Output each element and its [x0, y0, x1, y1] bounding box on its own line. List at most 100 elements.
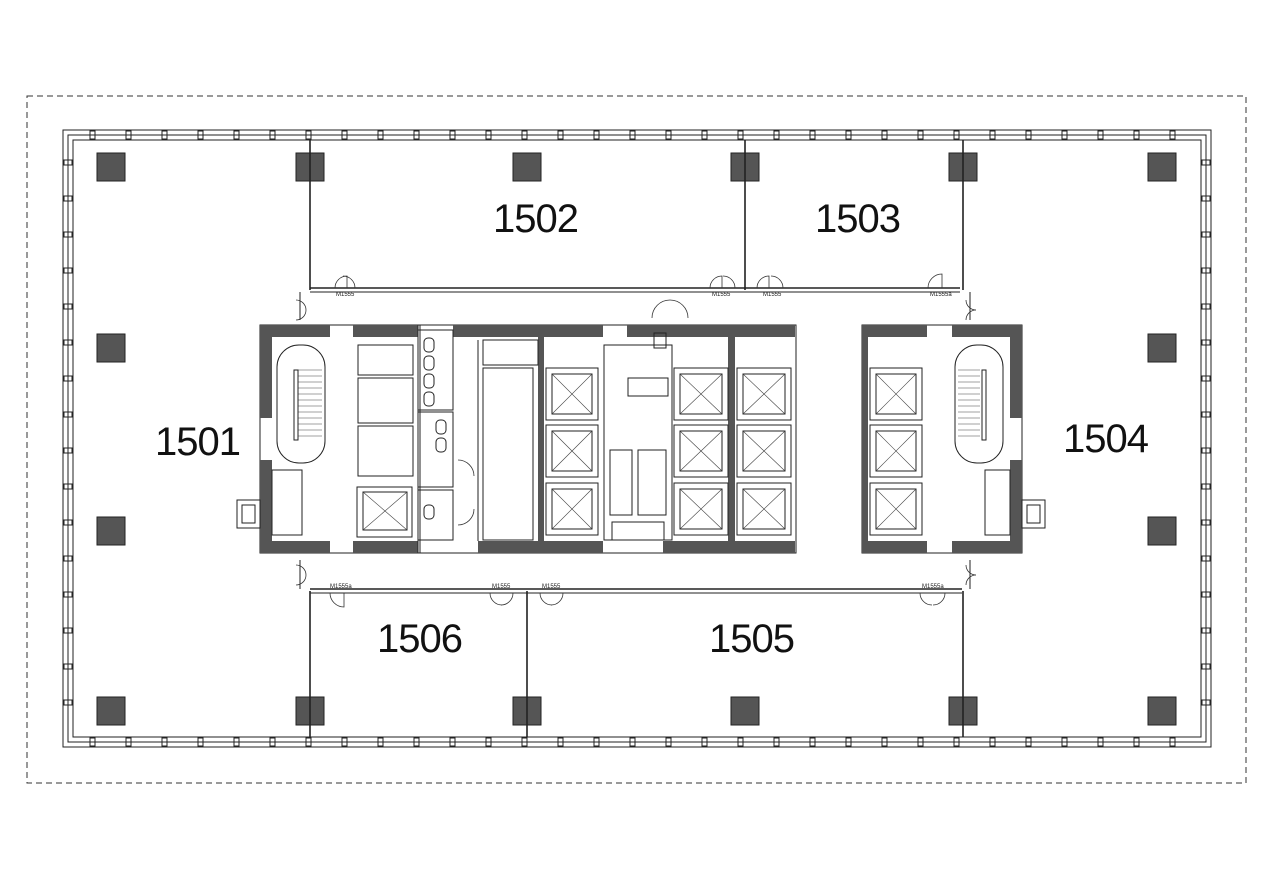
window-mullion	[63, 303, 73, 310]
elevator-cross	[875, 373, 917, 415]
elevator-cross	[551, 373, 593, 415]
door-code-label: M1555	[712, 292, 731, 298]
window-mullion	[63, 519, 73, 526]
elevator-car	[551, 488, 593, 530]
window-mullion	[593, 130, 600, 140]
stair-treads	[958, 369, 980, 437]
structural-columns	[96, 152, 1177, 726]
window-mullion	[63, 699, 73, 706]
window-mullion	[377, 130, 384, 140]
structural-column	[1147, 696, 1177, 726]
door-code-label: M1555	[336, 292, 355, 298]
structural-column	[96, 696, 126, 726]
window-mullion	[521, 130, 528, 140]
window-mullion	[1201, 303, 1211, 310]
corridor-doors	[295, 273, 977, 608]
window-mullion	[629, 737, 636, 747]
window-mullion	[1025, 130, 1032, 140]
site-boundary	[26, 95, 1247, 784]
window-mullion	[593, 737, 600, 747]
window-mullion	[63, 231, 73, 238]
window-mullion	[881, 130, 888, 140]
window-mullion	[1201, 231, 1211, 238]
elevator-cross	[875, 488, 917, 530]
window-mullion	[63, 555, 73, 562]
window-mullion	[1201, 627, 1211, 634]
elevator-cross	[742, 373, 786, 415]
window-mullion	[557, 130, 564, 140]
door-codes: M1555 M1555 M1555 M1555a M1555a M1555 M1…	[330, 292, 952, 590]
window-mullion	[269, 130, 276, 140]
unit-1502-label: 1502	[493, 197, 578, 241]
elevator-car	[551, 430, 593, 472]
door-code-label: M1555a	[330, 584, 352, 590]
elevator-car	[679, 488, 723, 530]
window-mullion	[413, 737, 420, 747]
window-mullion	[413, 130, 420, 140]
window-mullion	[1061, 130, 1068, 140]
window-mullion	[809, 130, 816, 140]
elevator-cross	[742, 430, 786, 472]
window-mullion	[63, 483, 73, 490]
window-mullion	[1061, 737, 1068, 747]
window-mullion	[63, 339, 73, 346]
window-mullion	[737, 737, 744, 747]
window-mullion	[845, 130, 852, 140]
window-mullion	[197, 130, 204, 140]
window-mullion	[1133, 130, 1140, 140]
window-mullion	[1097, 130, 1104, 140]
window-mullion	[269, 737, 276, 747]
window-mullion	[1201, 375, 1211, 382]
window-mullion	[305, 737, 312, 747]
window-mullion	[773, 737, 780, 747]
window-mullion	[1201, 267, 1211, 274]
window-mullion	[1201, 519, 1211, 526]
elevator-cross	[679, 373, 723, 415]
elevator-cross	[679, 488, 723, 530]
window-mullion	[1201, 195, 1211, 202]
structural-column	[96, 333, 126, 363]
window-mullion	[629, 130, 636, 140]
elevator-bank-west	[545, 367, 599, 536]
window-mullion	[449, 130, 456, 140]
window-mullion	[63, 159, 73, 166]
elevator-car	[875, 373, 917, 415]
structural-column	[1147, 516, 1177, 546]
door-code-label: M1555	[492, 584, 511, 590]
window-mullion	[485, 737, 492, 747]
window-mullion	[197, 737, 204, 747]
window-mullion	[917, 130, 924, 140]
toilet-stalls	[423, 337, 447, 520]
window-mullion	[63, 267, 73, 274]
unit-1503-label: 1503	[815, 197, 900, 241]
window-mullion	[665, 737, 672, 747]
elevator-car	[679, 373, 723, 415]
building-envelope	[62, 129, 1212, 748]
window-mullion	[63, 375, 73, 382]
window-mullion	[63, 663, 73, 670]
window-mullion	[161, 130, 168, 140]
window-mullion	[953, 737, 960, 747]
window-mullion	[125, 130, 132, 140]
central-core	[417, 299, 797, 554]
elevator-car	[742, 373, 786, 415]
structural-column	[1147, 152, 1177, 182]
elevator-car	[875, 430, 917, 472]
elevator-car	[875, 488, 917, 530]
window-mullion	[63, 627, 73, 634]
west-core	[236, 324, 421, 554]
window-mullion	[1201, 159, 1211, 166]
window-mullion	[1201, 591, 1211, 598]
structural-column	[96, 152, 126, 182]
window-mullion	[701, 737, 708, 747]
window-mullion	[341, 737, 348, 747]
window-mullion	[989, 737, 996, 747]
window-mullion	[737, 130, 744, 140]
elevator-cross	[875, 430, 917, 472]
window-mullion	[773, 130, 780, 140]
window-mullion	[485, 130, 492, 140]
window-mullion	[233, 130, 240, 140]
window-mullions	[63, 130, 1211, 747]
unit-1501-label: 1501	[155, 420, 240, 464]
door-code-label: M1555a	[930, 292, 952, 298]
